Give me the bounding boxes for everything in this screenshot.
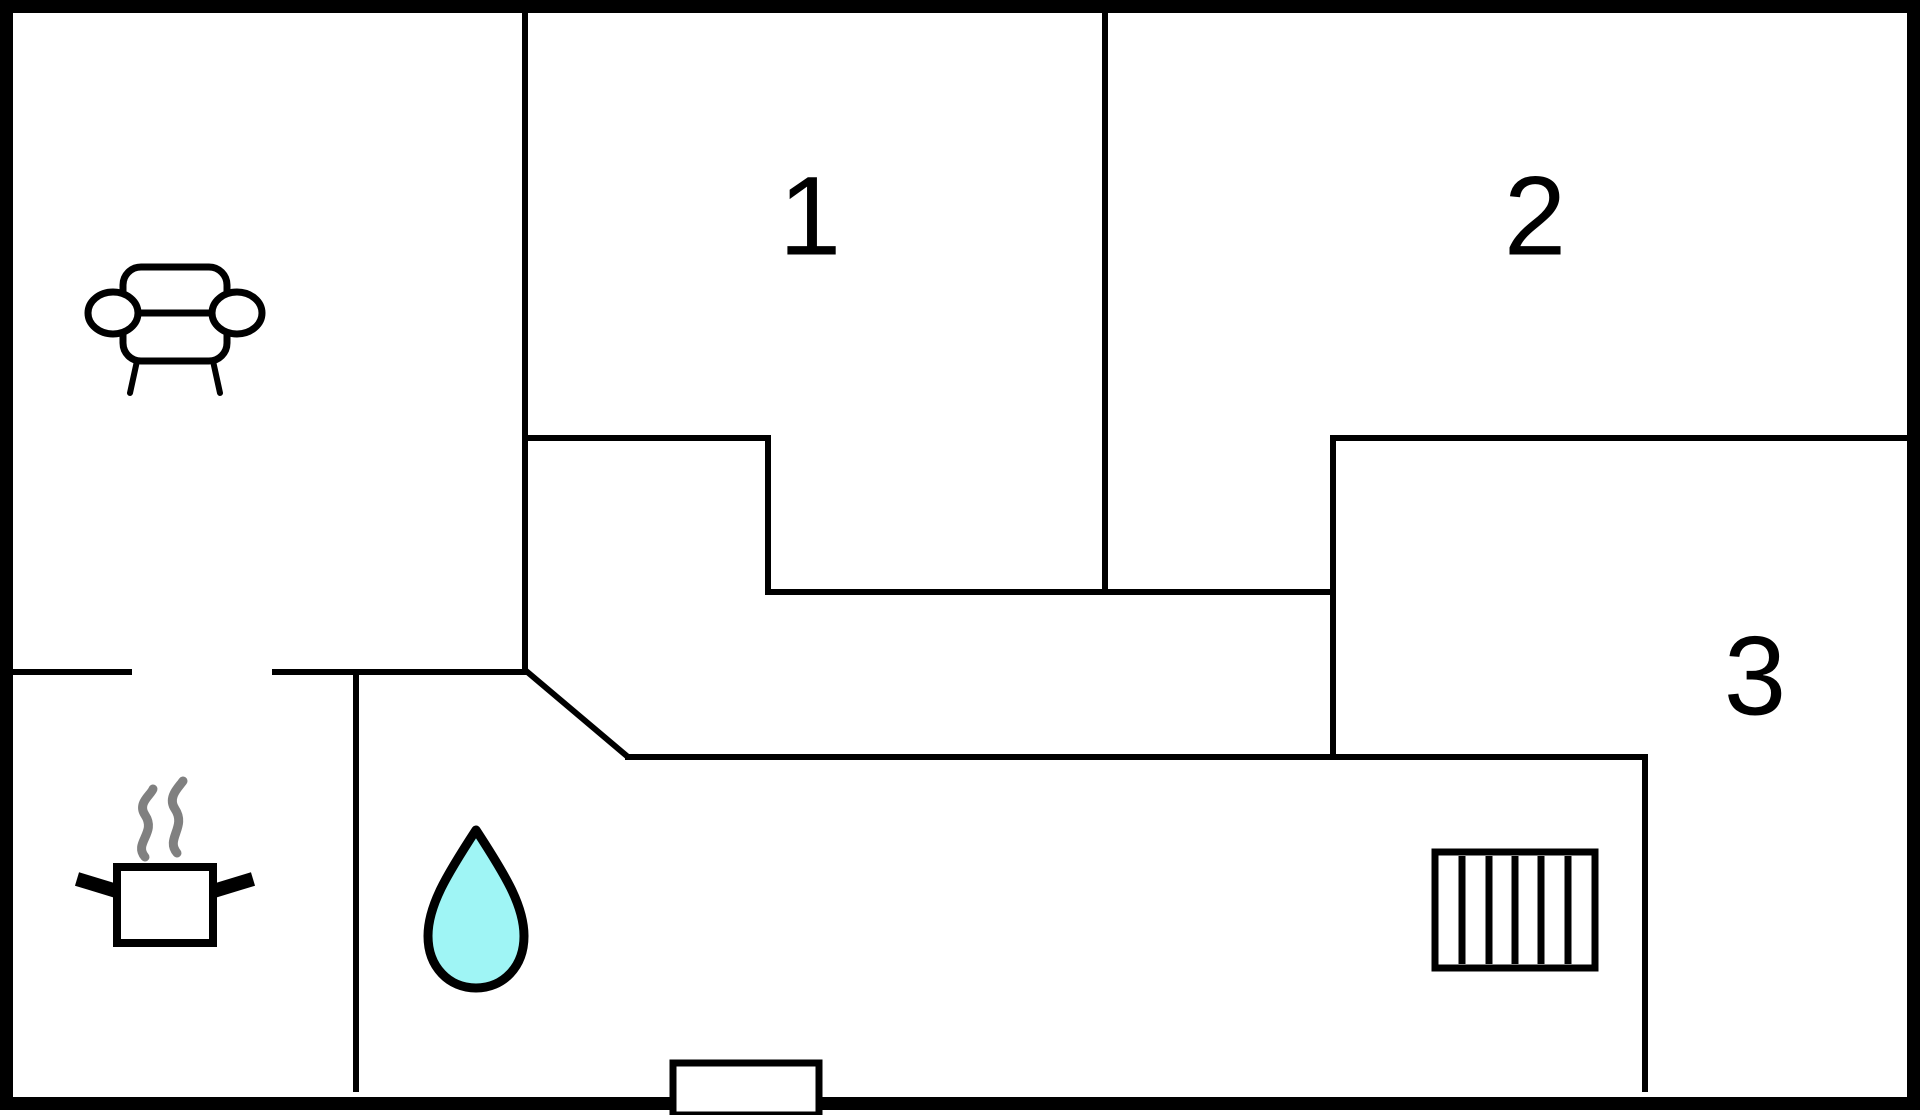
sofa-arm-right [208, 288, 266, 338]
water-drop-icon [423, 825, 529, 993]
room-number-labels: 1 2 3 [779, 154, 1786, 739]
sofa-icon [84, 263, 266, 396]
cooking-pot-steam-left [137, 784, 158, 862]
sofa-leg-left [127, 358, 140, 396]
sofa-seat [119, 309, 231, 365]
water-drop-shape [423, 825, 529, 993]
cooking-pot-body [113, 863, 217, 947]
interior-wall-diagonal [523, 667, 630, 760]
entry-door-marker [669, 1059, 823, 1115]
cooking-pot-icon [74, 776, 256, 947]
radiator-icon [1431, 848, 1599, 972]
interior-walls [10, 10, 1913, 1092]
entry-door-rect [669, 1059, 823, 1115]
sofa-leg-right [210, 358, 223, 396]
radiator-slats [1458, 856, 1572, 964]
sofa-arm-left [84, 288, 142, 338]
room-number-1: 1 [779, 154, 841, 279]
room-number-2: 2 [1504, 154, 1566, 279]
cooking-pot-steam-right [167, 776, 188, 858]
room-number-3: 3 [1724, 614, 1786, 739]
